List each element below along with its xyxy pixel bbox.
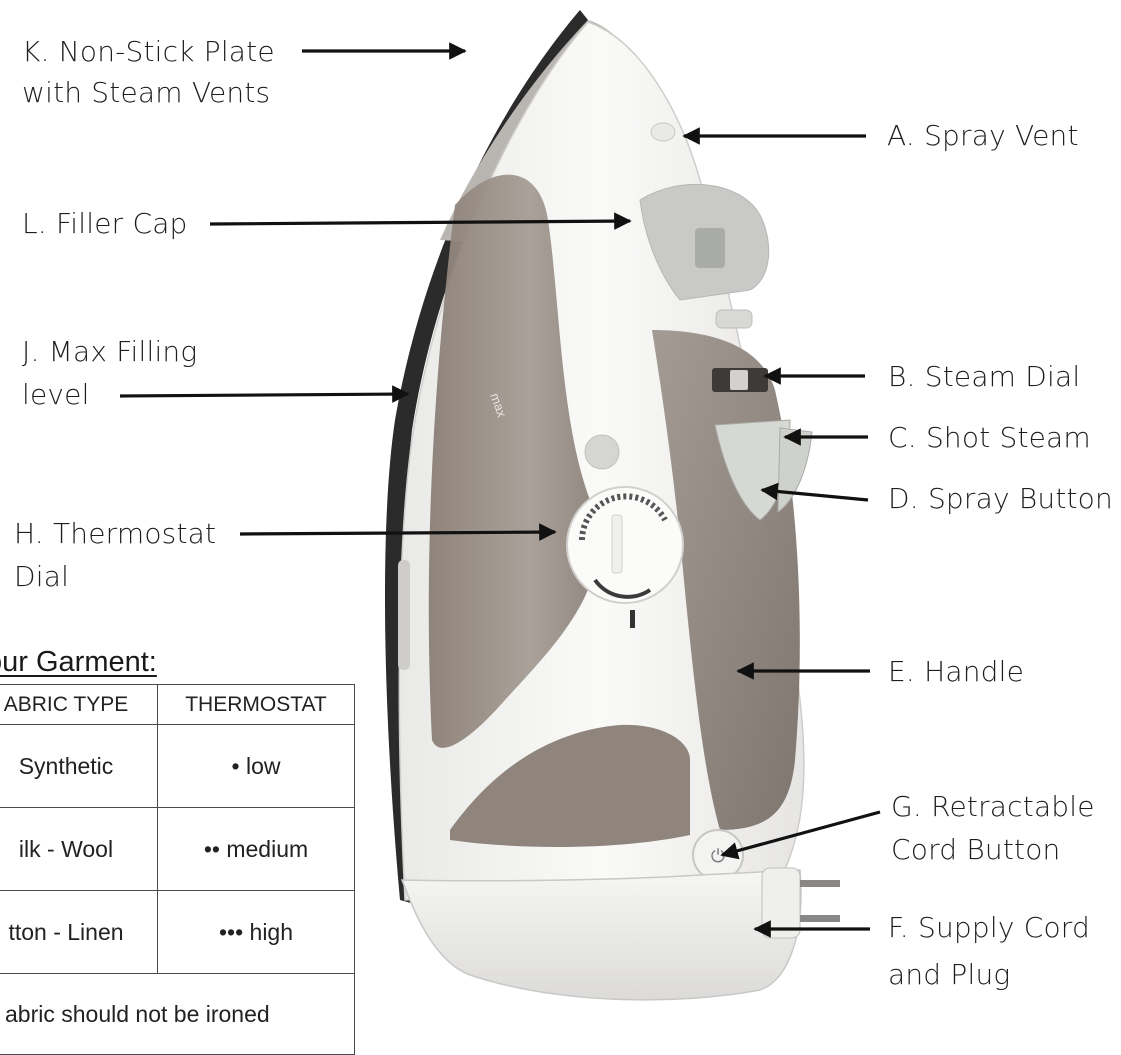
- label-k-line1: K. Non-Stick Plate: [22, 35, 275, 68]
- label-g-line1: G. Retractable: [891, 790, 1095, 823]
- label-a: A. Spray Vent: [887, 114, 1079, 157]
- label-d-text: D. Spray Button: [888, 482, 1113, 515]
- label-j-line2: level: [22, 378, 90, 411]
- arrow-d: [760, 482, 869, 502]
- garment-heading: our Garment:: [0, 646, 157, 678]
- dial-indicator: [584, 434, 620, 470]
- shot-steam-button: [777, 427, 813, 513]
- label-c: C. Shot Steam: [888, 416, 1091, 459]
- label-h-line2: Dial: [14, 560, 70, 593]
- arrow-j: [119, 385, 410, 403]
- label-l: L. Filler Cap: [22, 202, 188, 245]
- table-row: tton - Linen ••• high: [0, 890, 355, 974]
- arrow-l: [209, 212, 632, 230]
- label-f-line2: and Plug: [888, 958, 1011, 991]
- table-row: Synthetic • low: [0, 724, 355, 808]
- label-b: B. Steam Dial: [888, 355, 1080, 398]
- thermostat-dial: [566, 486, 684, 604]
- thermostat-cell: •• medium: [157, 807, 355, 891]
- label-d: D. Spray Button: [888, 477, 1113, 520]
- label-f: F. Supply Cord and Plug: [888, 906, 1090, 996]
- filler-cap-grip: [695, 228, 725, 268]
- fabric-cell: ilk - Wool: [0, 807, 158, 891]
- label-j: J. Max Filling level: [22, 330, 197, 416]
- label-c-text: C. Shot Steam: [888, 421, 1091, 454]
- iron-base: [400, 869, 802, 1001]
- label-g-line2: Cord Button: [891, 833, 1061, 866]
- label-k: K. Non-Stick Plate with Steam Vents: [22, 30, 275, 114]
- garment-header-row: ABRIC TYPE THERMOSTAT: [0, 684, 355, 725]
- steam-dial-knob: [730, 370, 748, 390]
- cap-latch: [715, 309, 753, 329]
- leader-arrows: [119, 42, 881, 938]
- label-h-line1: H. Thermostat: [14, 517, 217, 550]
- thermostat-cell: • low: [157, 724, 355, 808]
- table-note: abric should not be ironed: [0, 973, 355, 1055]
- iron-illustration: max ⏻: [384, 10, 840, 1001]
- header-thermostat: THERMOSTAT: [157, 684, 355, 725]
- spray-vent: [650, 122, 676, 142]
- fabric-cell: tton - Linen: [0, 890, 158, 974]
- thermostat-cell: ••• high: [157, 890, 355, 974]
- plug: [761, 867, 840, 939]
- label-h: H. Thermostat Dial: [14, 512, 216, 598]
- lower-tank: [450, 724, 690, 847]
- arrow-h: [239, 523, 557, 541]
- arrow-g: [720, 810, 881, 860]
- label-k-line2: with Steam Vents: [22, 76, 271, 109]
- label-a-text: A. Spray Vent: [887, 119, 1079, 152]
- label-f-line1: F. Supply Cord: [888, 911, 1090, 944]
- label-e-text: E. Handle: [888, 655, 1025, 688]
- brand-strip: [398, 560, 410, 670]
- water-tank: [428, 174, 599, 748]
- table-row: ilk - Wool •• medium: [0, 807, 355, 891]
- label-b-text: B. Steam Dial: [888, 360, 1081, 393]
- label-e: E. Handle: [888, 650, 1024, 693]
- header-fabric-type: ABRIC TYPE: [0, 684, 158, 725]
- thermostat-mark: [630, 610, 635, 628]
- table-note-row: abric should not be ironed: [0, 973, 355, 1055]
- fabric-cell: Synthetic: [0, 724, 158, 808]
- label-j-line1: J. Max Filling: [22, 335, 198, 368]
- label-l-text: L. Filler Cap: [22, 207, 188, 240]
- garment-table: ABRIC TYPE THERMOSTAT Synthetic • low il…: [0, 684, 355, 1055]
- label-g: G. Retractable Cord Button: [891, 785, 1095, 871]
